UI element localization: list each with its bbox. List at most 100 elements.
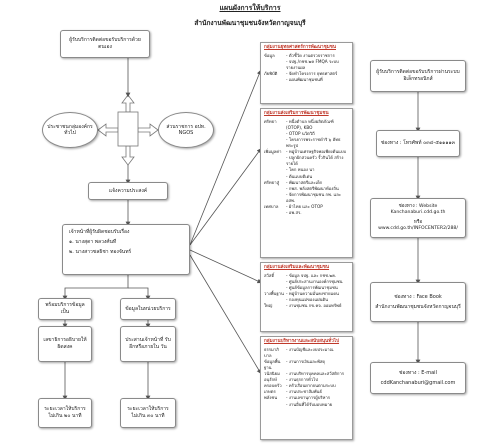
panel-row-key: เทศบาล — [264, 203, 279, 209]
panel-row: - ปลูกผักสวนครัว รั้วกินได้ สร้างรายได้ — [264, 155, 349, 167]
panel-row-key: ข้อมูล — [264, 52, 275, 58]
panel-row-key — [264, 192, 286, 204]
panel-row-key — [264, 210, 286, 216]
panel-row-value: - ศูนย์ประสานงานองค์กรชุมชน — [286, 278, 343, 284]
panel-row: - จปฐ./กชช.๒ค FMQA ระบบรายงานผล — [264, 59, 349, 71]
panel-row-key: ภัยพิบัติ — [264, 70, 278, 76]
panel-row: ครอบครัว- ครัวเรือนยากจนตามระบบ — [264, 383, 349, 389]
panel-row: - งานอื่นที่ได้รับมอบหมาย — [264, 402, 349, 408]
panel-strategy: กลุ่มงานยุทธศาสตร์การพัฒนาชุมชน ข้อมูล- … — [260, 42, 353, 104]
panel-row-value: - ศูนย์ข้อมูลการพัฒนาชุมชน — [286, 284, 338, 290]
panel-row-value: - หมู่บ้านความมั่นคงชายแดน — [286, 290, 339, 296]
panel-row-value: - จัดการพัฒนาชุมชน กพ. และ อสพ. — [286, 191, 342, 203]
panel-row: - OTOP นวัตวิถี — [264, 131, 349, 137]
panel-row: วางพื้นฐาน- หมู่บ้านความมั่นคงชายแดน — [264, 291, 349, 297]
panel-row: พลังชน - งานเลขานุการผู้บริหาร — [264, 395, 349, 401]
panel-row: - กพส. พลังสตรีพัฒนาท้องถิ่น — [264, 186, 349, 192]
officer-name-1: ๑. นางสุดา พลวงศ์นที — [69, 238, 117, 245]
panel-row-value: - งานบัญชีและงบประมาณ — [286, 346, 334, 352]
panel-row: - อพ.สร. — [264, 210, 349, 216]
flow-line — [189, 254, 262, 375]
website-line-2[interactable]: หรือ www.cdd.go.th/INFOCENTER2/288/ — [378, 219, 458, 231]
panel-row: - โครงการพระราชดำริ ๖ ฮัทธพระรูป — [264, 137, 349, 149]
panel-row-value: - ผ้าไทย และ OTOP — [286, 203, 323, 209]
panel-row-key: สวัสดิ์ — [264, 272, 275, 278]
panel-row-value: - แผนพัฒนาชุมชนที่ — [286, 77, 323, 83]
explain-box: เลขาธิการอธิบายให้ผิดสงค — [38, 326, 92, 362]
panel-row-key: วนัสนิยม — [264, 371, 280, 377]
panel-row-key: ศรัทธา — [264, 118, 277, 124]
flow-line — [189, 69, 262, 246]
coordinate-box: ประสานเจ้าหน้าที่ รับอีกหรือภายใน วัน — [120, 326, 176, 362]
ready-service-box: พร้อมบริการข้อมูลเป็น — [38, 298, 92, 320]
panel-row-key: เพิ่มมูลค่า — [264, 149, 282, 155]
panel-row: วนัสนิยม- งานบริหารบุคคลและสวัสดิการ — [264, 371, 349, 377]
flow-line — [189, 249, 263, 284]
panel-row-value: - งานเลขานุการผู้บริหาร — [286, 395, 331, 401]
panel-row: - ศูนย์ประสานงานองค์กรชุมชน — [264, 279, 349, 285]
time-30-box: ระยะเวลาให้บริการ ไม่เกิน ๓๐ นาที — [120, 398, 176, 428]
panel-row: เพิ่มมูลค่า - หมู่บ้านเศรษฐกิจพอเพียงต้นแ… — [264, 149, 349, 155]
panel-row-value: - จัดทำโครงการ ยุทธศาสตร์ — [286, 70, 338, 76]
panel-row-value: - งานอื่นที่ได้รับมอบหมาย — [286, 401, 333, 407]
website-channel-box: ช่องทาง : Website Kanchanaburi.cdd.go.th… — [370, 198, 466, 238]
page-title: แผนผังการให้บริการ — [219, 4, 281, 12]
panel-row-key — [264, 155, 286, 167]
panel-promotion: กลุ่มงานส่งเสริมการพัฒนาชุมชน ศรัทธา- หน… — [260, 108, 353, 258]
facebook-line-2[interactable]: สำนักงานพัฒนาชุมชนจังหวัดกาญจนบุรี — [375, 303, 461, 310]
panel-row-value: - ข้อมูล จปฐ. และ กชช.๒ค. — [286, 272, 337, 278]
panel-row: ศรัทธา - หนึ่งตำบล หนึ่งผลิตภัณฑ์ (OTOP),… — [264, 119, 349, 131]
panel-admin: กลุ่มงานบริหารงานและสนับสนุนทั่วไป ธรรมา… — [260, 336, 353, 440]
panel-row-value: - หนึ่งตำบล หนึ่งผลิตภัณฑ์ (OTOP), KBO — [286, 118, 334, 130]
panel-admin-title: กลุ่มงานบริหารงานและสนับสนุนทั่วไป — [264, 339, 340, 344]
website-line-1: ช่องทาง : Website Kanchanaburi.cdd.go.th — [390, 204, 446, 216]
panel-row-value: - ต้นแบบดีเด่น — [286, 173, 313, 179]
phone-channel-box: ช่องทาง : โทรศัพท์ ๐๓๔-๕๑๑๑๑๓ — [376, 130, 460, 157]
panel-row: ศรัทธาสู่ - พัฒนาสตรีและเด็ก — [264, 180, 349, 186]
panel-row-value: - งานประชาสัมพันธ์ — [286, 389, 322, 395]
panel-row: - จัดการพัฒนาชุมชน กพ. และ อสพ. — [264, 192, 349, 204]
panel-community: กลุ่มงานส่งเสริมและพัฒนาชุมชน สวัสดิ์ - ข… — [260, 262, 353, 332]
panel-row-key: พลังชน — [264, 395, 278, 401]
email-line-1: ช่องทาง : E-mail — [399, 369, 437, 376]
panel-row: เทศบาล - ผ้าไทย และ OTOP — [264, 204, 349, 210]
time-20-box: ระยะเวลาให้บริการ ไม่เกิน ๒๐ นาที — [38, 398, 92, 428]
panel-row: - กองทุนแม่ของแผ่นดิน — [264, 297, 349, 303]
facebook-line-1: ช่องทาง : Face Book — [394, 293, 442, 300]
panel-row: ภัยพิบัติ - จัดทำโครงการ ยุทธศาสตร์ — [264, 71, 349, 77]
panel-row: ข้อมูลพื้นฐาน- งานการเงินและพัสดุ — [264, 359, 349, 371]
panel-row: อนุรักษ์- งานธุรการทั่วไป — [264, 377, 349, 383]
flow-line — [62, 275, 129, 301]
panel-row-key: ศรัทธาสู่ — [264, 179, 280, 185]
panel-row-key — [264, 77, 286, 83]
panel-row: ธรรมาภิบาล- งานบัญชีและงบประมาณ — [264, 347, 349, 359]
panel-row-key: ครอบครัว — [264, 383, 282, 389]
page-subtitle: สำนักงานพัฒนาชุมชนจังหวัดกาญจนบุรี — [194, 19, 306, 27]
panel-row-value: - พัฒนาสตรีและเด็ก — [286, 179, 323, 185]
online-start-box: ผู้รับบริการติดต่อขอรับบริการผ่านระบบอิเ… — [370, 60, 466, 92]
panel-community-title: กลุ่มงานส่งเสริมและพัฒนาชุมชน — [264, 265, 330, 270]
panel-row: - แผนพัฒนาชุมชนที่ — [264, 77, 349, 83]
panel-row: - ศูนย์ข้อมูลการพัฒนาชุมชน — [264, 285, 349, 291]
cross-arrow — [97, 94, 159, 166]
panel-row-value: - โคก หนอง นา — [286, 167, 315, 173]
email-channel-box: ช่องทาง : E-mail cddKanchanaburi@gmail.c… — [370, 362, 466, 394]
panel-row: - โคก หนอง นา — [264, 167, 349, 173]
officer-title: เจ้าหน้าที่ผู้รับผิดชอบรับเรื่อง — [69, 229, 130, 235]
agencies-ellipse: ส่วนราชการ อปท. NGOS — [158, 112, 214, 148]
panel-row-value: - อพ.สร. — [286, 210, 302, 216]
panel-row-key: วางพื้นฐาน — [264, 290, 284, 296]
panel-row-key — [264, 402, 286, 408]
panel-row-value: - งานการเงินและพัสดุ — [286, 358, 326, 364]
flow-line — [189, 148, 262, 246]
panel-row-value: - งานธุรการทั่วไป — [286, 377, 318, 383]
panel-row-value: - โครงการพระราชดำริ ๖ ฮัทธพระรูป — [286, 136, 341, 149]
panel-row-key — [264, 137, 286, 149]
email-line-2[interactable]: cddKanchanaburi@gmail.com — [380, 379, 456, 386]
intent-box: แจ้งความประสงค์ — [88, 182, 168, 200]
panel-row-value: - งานชุมชน กข.คจ. ออมทรัพย์ — [286, 303, 342, 309]
collect-data-box: ข้อมูลในหน่วยบริการ — [120, 298, 176, 320]
public-groups-ellipse: ประชาชนกลุ่มองค์กรทั่วไป — [42, 112, 98, 148]
panel-row-value: - หมู่บ้านเศรษฐกิจพอเพียงต้นแบบ — [286, 149, 347, 155]
